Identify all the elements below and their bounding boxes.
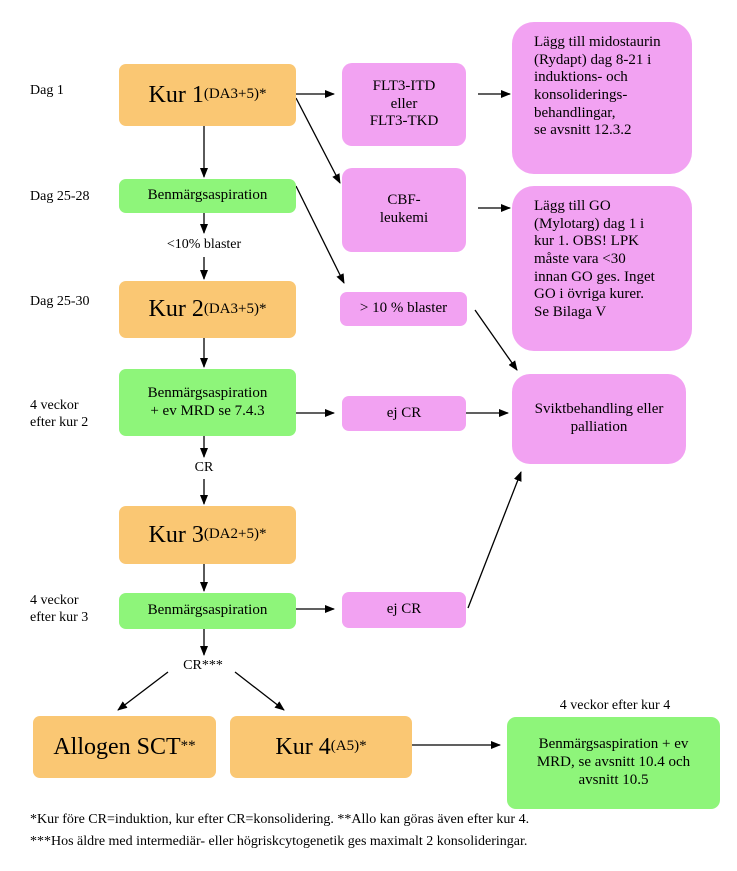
kur2-box: Kur 2 (DA3+5)* bbox=[119, 281, 296, 338]
flt3-box: FLT3-ITD eller FLT3-TKD bbox=[342, 63, 466, 146]
sviktbehandling-box: Sviktbehandling eller palliation bbox=[512, 374, 686, 464]
over-10-blaster-box: > 10 % blaster bbox=[340, 292, 467, 326]
arrow-cr3-kur4 bbox=[234, 671, 285, 711]
label-cr-triple-star: CR*** bbox=[183, 658, 223, 673]
footnote-2: ***Hos äldre med intermediär- eller högr… bbox=[30, 834, 528, 849]
label-dag25-30: Dag 25-30 bbox=[30, 294, 90, 309]
benmargsaspiration-1-box: Benmärgsaspiration bbox=[119, 179, 296, 213]
allogen-sct-box: Allogen SCT** bbox=[33, 716, 216, 778]
arrow-cr3-allogen bbox=[117, 671, 169, 711]
cbf-leukemi-box: CBF- leukemi bbox=[342, 168, 466, 252]
go-mylotarg-box: Lägg till GO (Mylotarg) dag 1 i kur 1. O… bbox=[512, 186, 692, 351]
benmargsaspiration-4-box: Benmärgsaspiration + ev MRD, se avsnitt … bbox=[507, 717, 720, 809]
benmargsaspiration-3-box: Benmärgsaspiration bbox=[119, 593, 296, 629]
label-cr: CR bbox=[194, 460, 214, 475]
label-under10-blaster: <10% blaster bbox=[166, 237, 242, 252]
midostaurin-box: Lägg till midostaurin (Rydapt) dag 8-21 … bbox=[512, 22, 692, 174]
ej-cr-1-box: ej CR bbox=[342, 396, 466, 431]
kur1-box: Kur 1 (DA3+5)* bbox=[119, 64, 296, 126]
arrow-ejcr2-svikt bbox=[467, 471, 522, 609]
kur3-box: Kur 3 (DA2+5)* bbox=[119, 506, 296, 564]
label-weeks-after-kur2: 4 veckor efter kur 2 bbox=[30, 398, 89, 430]
label-weeks-after-kur4: 4 veckor efter kur 4 bbox=[559, 698, 671, 713]
ej-cr-2-box: ej CR bbox=[342, 592, 466, 628]
label-dag25-28: Dag 25-28 bbox=[30, 189, 90, 204]
arrow-bma1-over10 bbox=[295, 185, 345, 284]
arrow-over10-svikt bbox=[474, 309, 518, 371]
kur4-box: Kur 4 (A5)* bbox=[230, 716, 412, 778]
benmargsaspiration-2-box: Benmärgsaspiration + ev MRD se 7.4.3 bbox=[119, 369, 296, 436]
arrow-kur1-cbf bbox=[295, 97, 341, 184]
label-dag1: Dag 1 bbox=[30, 83, 64, 98]
footnote-1: *Kur före CR=induktion, kur efter CR=kon… bbox=[30, 812, 530, 827]
label-weeks-after-kur3: 4 veckor efter kur 3 bbox=[30, 593, 89, 625]
